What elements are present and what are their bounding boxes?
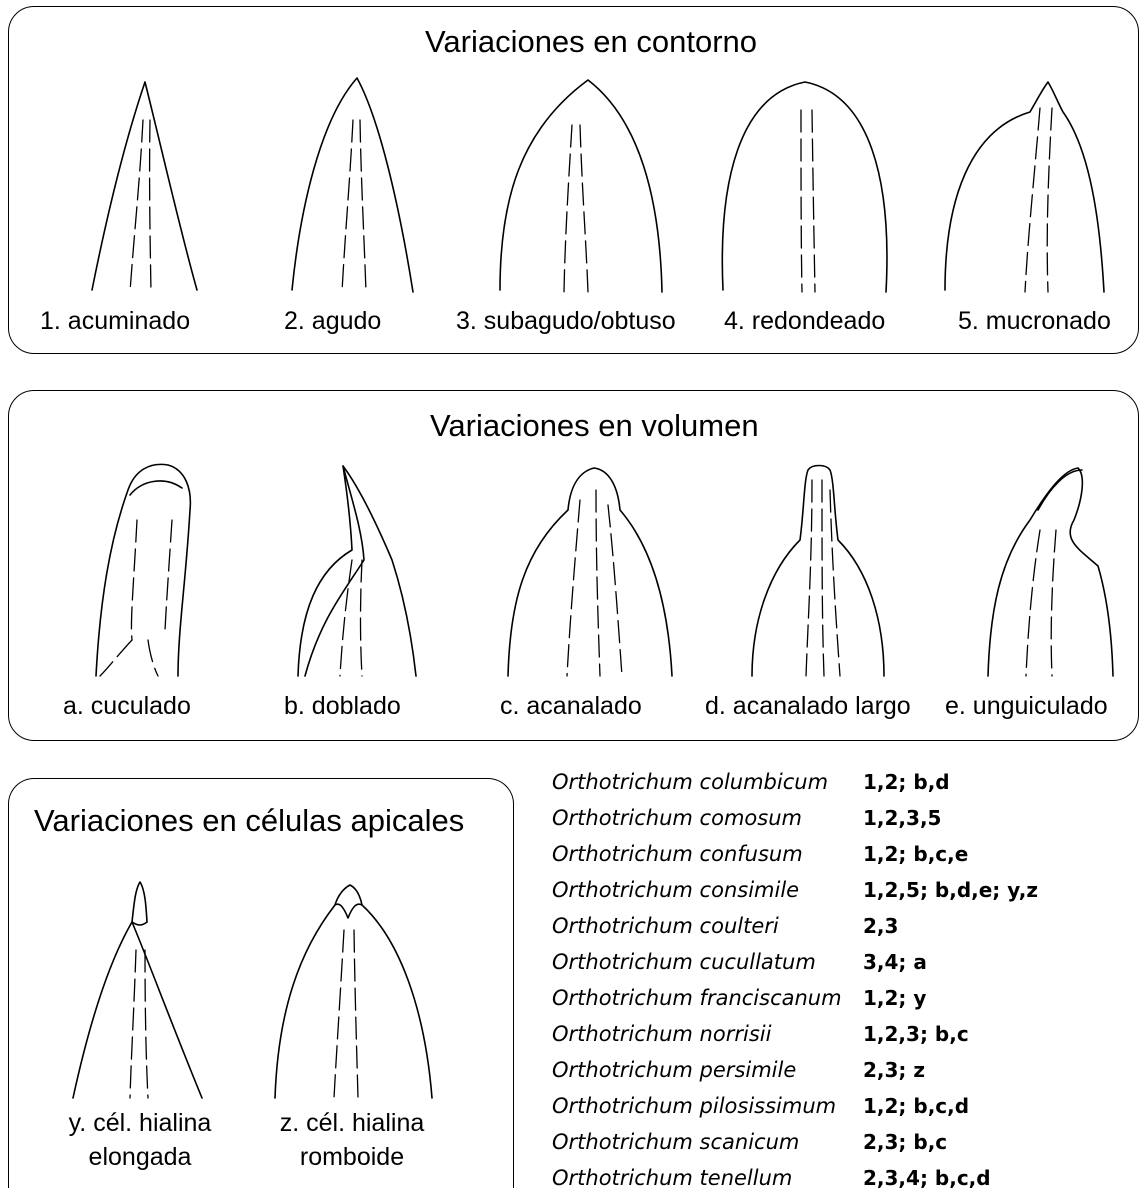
species-codes: 2,3; b,c [863,1130,948,1154]
species-name: Orthotrichum columbicum [552,770,829,794]
species-name: Orthotrichum scanicum [552,1130,800,1154]
species-codes: 1,2,3; b,c [863,1022,969,1046]
acuminado-apex-drawing [91,81,198,293]
volume-label-acanalado-largo: d. acanalado largo [705,692,911,720]
acanalado-largo-apex-drawing [751,464,885,677]
species-name: Orthotrichum tenellum [552,1166,793,1190]
apical-label-romboide-line2: romboide [299,1143,405,1171]
apical-label-romboide: z. cél. hialina romboide [262,1106,442,1174]
apical-label-elongada-line2: elongada [88,1143,192,1171]
doblado-apex-drawing [297,465,417,677]
apical-panel-title: Variaciones en células apicales [34,803,465,838]
acanalado-apex-drawing [507,467,673,677]
species-codes: 2,3; z [863,1058,926,1082]
species-codes: 1,2; b,c,d [863,1094,970,1118]
unguiculado-apex-drawing [987,467,1114,677]
agudo-apex-drawing [291,77,414,293]
species-codes: 1,2; y [863,986,927,1010]
apical-panel [8,778,514,1188]
species-codes: 1,2,3,5 [863,806,942,830]
mucronado-apex-drawing [944,81,1105,293]
species-name: Orthotrichum confusum [552,842,803,866]
species-codes: 1,2,5; b,d,e; y,z [863,878,1038,902]
species-name: Orthotrichum pilosissimum [552,1094,837,1118]
species-name: Orthotrichum comosum [552,806,802,830]
volume-label-unguiculado: e. unguiculado [945,692,1108,720]
apical-label-elongada: y. cél. hialina elongada [50,1106,230,1174]
species-codes: 2,3,4; b,c,d [863,1166,991,1190]
contour-label-mucronado: 5. mucronado [958,307,1111,335]
species-codes: 1,2; b,d [863,770,950,794]
redondeado-apex-drawing [721,81,888,293]
species-codes: 3,4; a [863,950,927,974]
species-name: Orthotrichum consimile [552,878,800,902]
species-name: Orthotrichum norrisii [552,1022,772,1046]
species-codes: 1,2; b,c,e [863,842,969,866]
contour-label-redondeado: 4. redondeado [724,307,886,335]
elongada-apex-drawing [72,881,203,1099]
contour-label-agudo: 2. agudo [284,307,382,335]
romboide-apex-drawing [274,884,433,1099]
subagudo-apex-drawing [499,79,663,293]
species-name: Orthotrichum persimile [552,1058,797,1082]
species-name: Orthotrichum franciscanum [552,986,842,1010]
contour-panel-title: Variaciones en contorno [425,24,758,59]
volume-panel-title: Variaciones en volumen [430,408,759,443]
contour-label-acuminado: 1. acuminado [40,307,191,335]
volume-label-acanalado: c. acanalado [500,692,642,720]
volume-label-doblado: b. doblado [284,692,401,720]
species-codes: 2,3 [863,914,899,938]
species-name: Orthotrichum cucullatum [552,950,816,974]
apical-label-elongada-line1: y. cél. hialina [68,1109,212,1137]
apical-label-romboide-line1: z. cél. hialina [279,1109,425,1137]
volume-label-cuculado: a. cuculado [63,692,191,720]
cuculado-apex-drawing [95,463,192,677]
contour-label-subagudo: 3. subagudo/obtuso [456,307,676,335]
species-name: Orthotrichum coulteri [552,914,779,938]
